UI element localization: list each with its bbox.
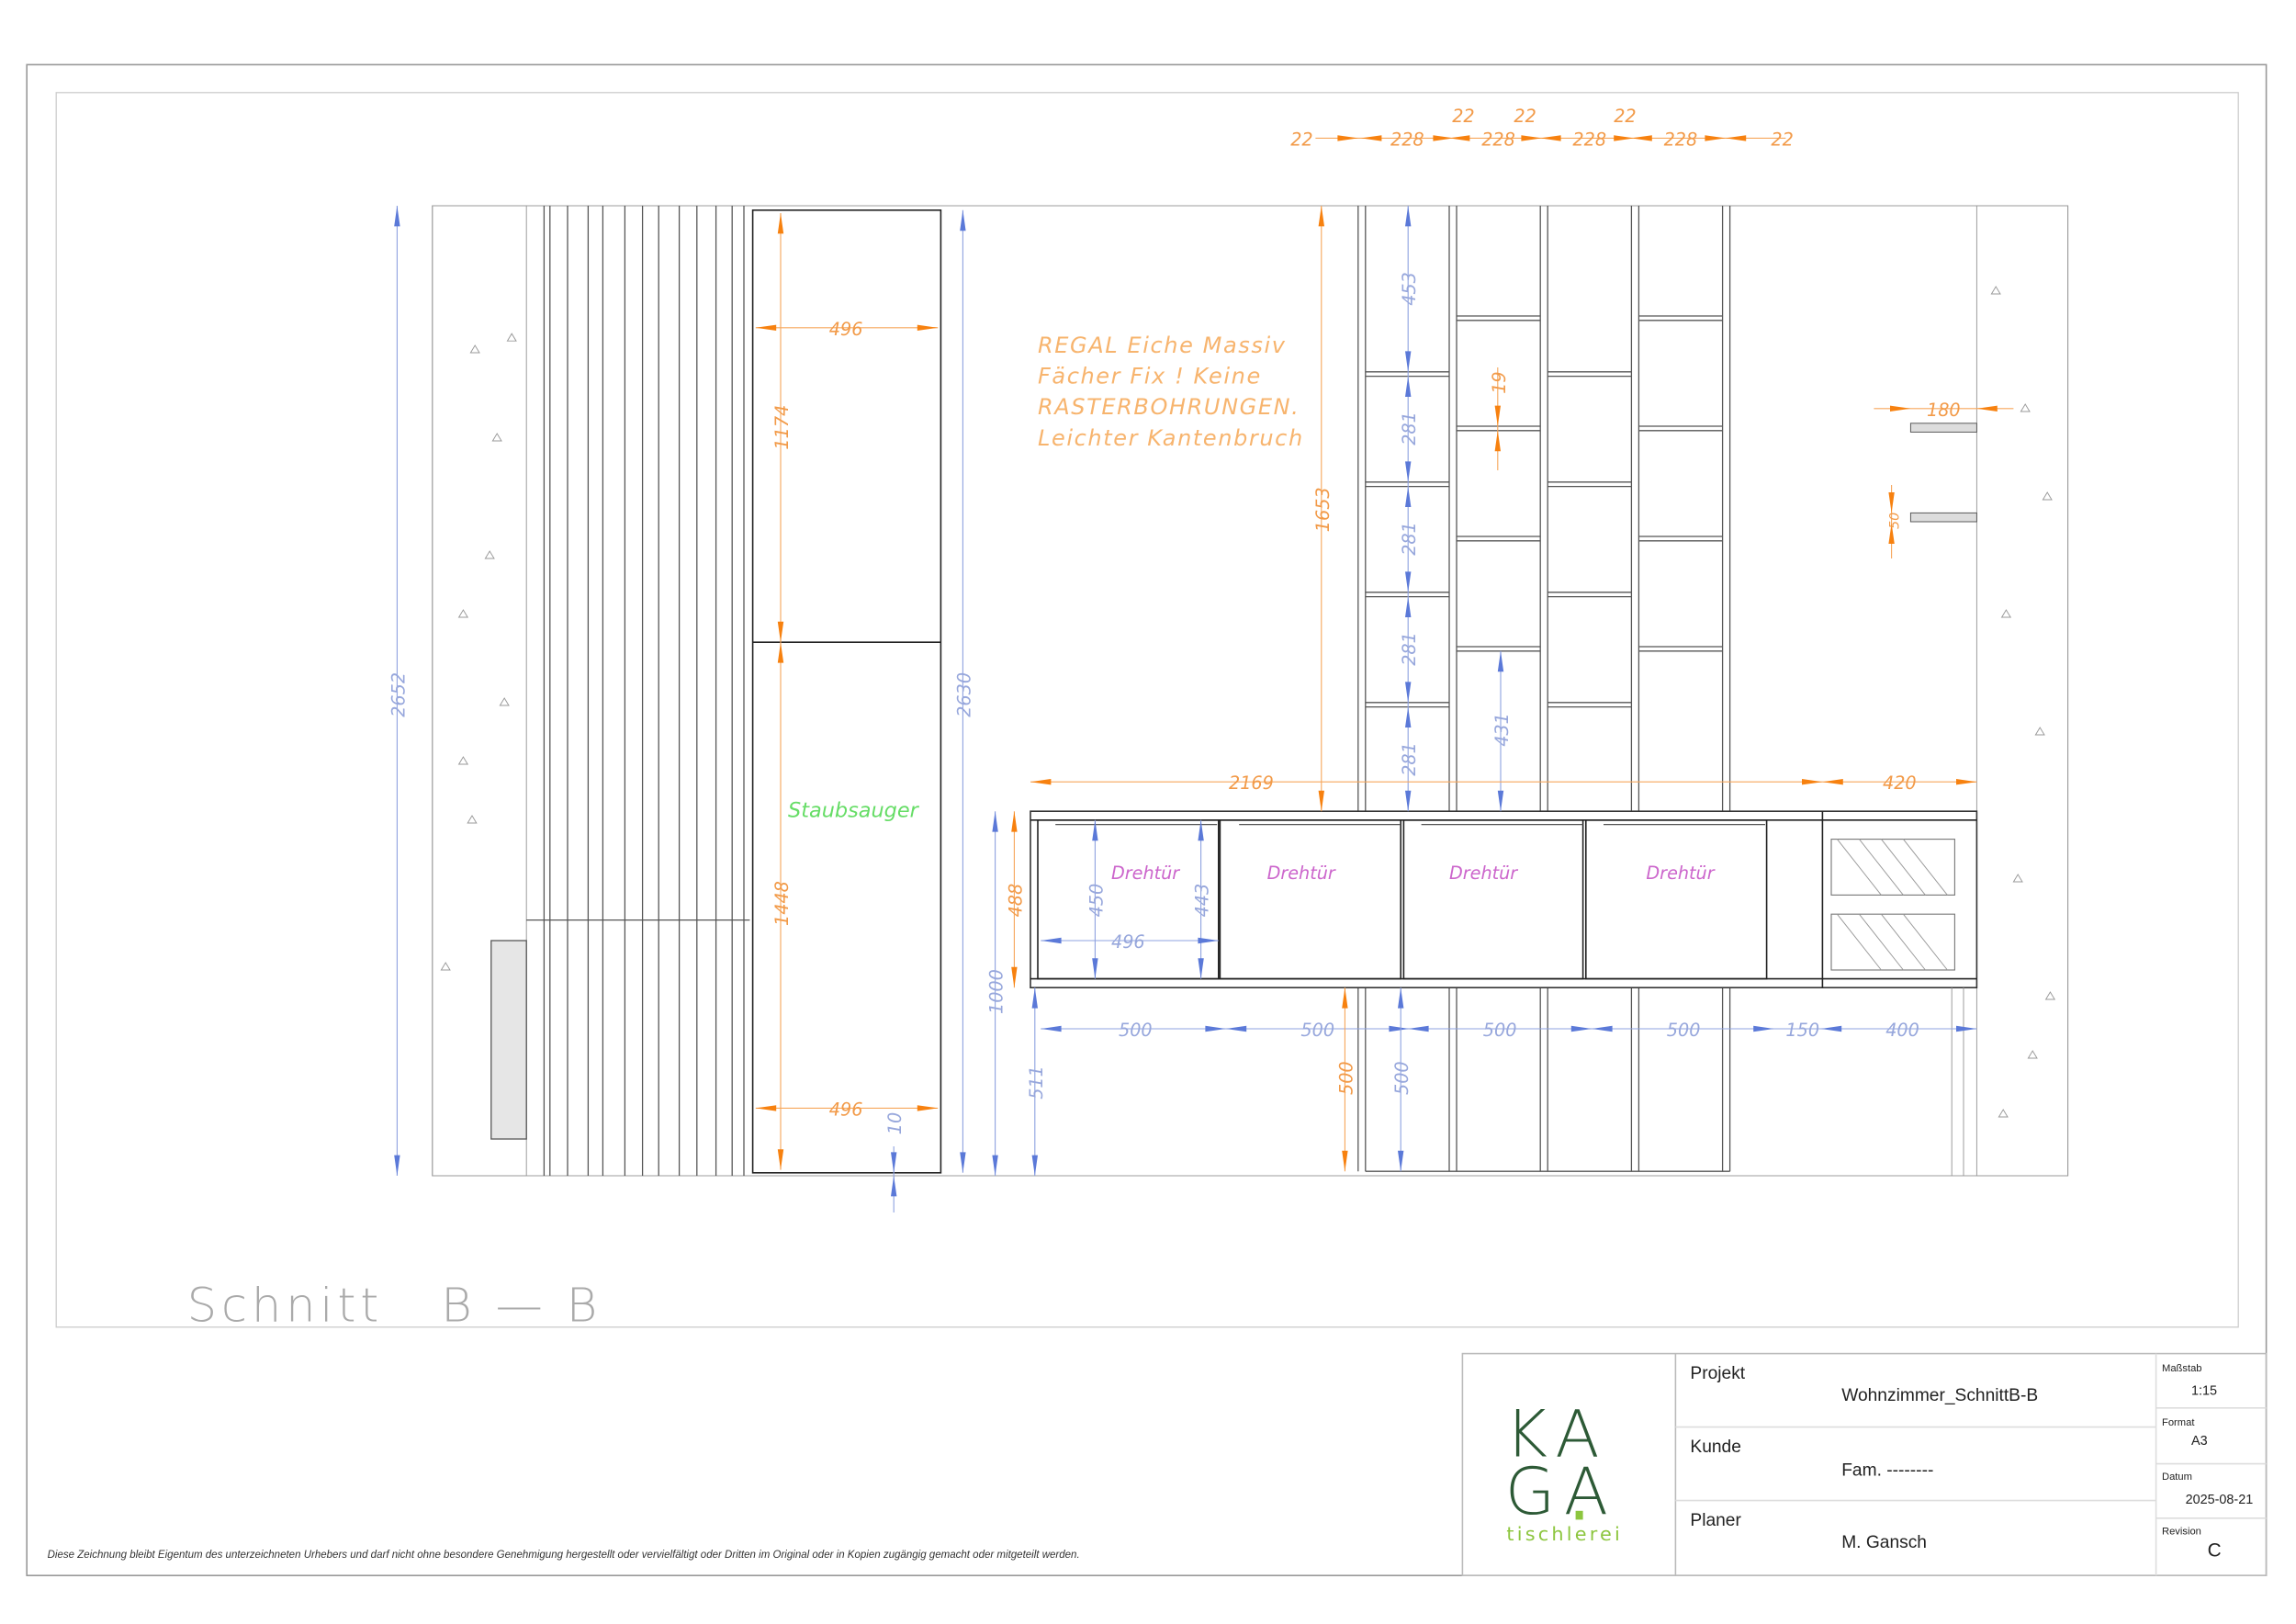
svg-text:443: 443 [1192, 884, 1213, 918]
svg-text:Format: Format [2162, 1417, 2195, 1428]
svg-text:1000: 1000 [986, 969, 1007, 1014]
section-title: Schnitt B — B [187, 1278, 602, 1333]
svg-text:KA: KA [1505, 1397, 1608, 1472]
svg-text:22: 22 [1771, 129, 1793, 150]
svg-text:500: 500 [1300, 1020, 1334, 1041]
svg-text:228: 228 [1390, 129, 1424, 150]
svg-text:REGAL Eiche Massiv: REGAL Eiche Massiv [1038, 333, 1287, 358]
svg-text:GA: GA [1505, 1454, 1617, 1529]
door-label: Drehtür [1111, 863, 1180, 884]
radiator [490, 940, 527, 1140]
svg-text:180: 180 [1927, 400, 1961, 421]
svg-text:496: 496 [1111, 931, 1145, 953]
svg-text:228: 228 [1481, 129, 1515, 150]
svg-text:1:15: 1:15 [2191, 1383, 2217, 1398]
svg-text:Projekt: Projekt [1690, 1364, 1745, 1383]
svg-text:150: 150 [1785, 1020, 1819, 1041]
door [1219, 819, 1402, 980]
svg-text:281: 281 [1399, 522, 1420, 556]
svg-text:450: 450 [1086, 884, 1107, 918]
svg-text:1174: 1174 [771, 405, 793, 450]
svg-text:22: 22 [1614, 106, 1636, 127]
svg-text:496: 496 [829, 319, 863, 340]
sheet-border [26, 63, 2268, 1576]
shelf-unit [1357, 206, 1731, 1172]
svg-text:228: 228 [1664, 129, 1698, 150]
svg-text:Fächer Fix ! Keine: Fächer Fix ! Keine [1038, 364, 1262, 389]
door-label: Drehtür [1646, 863, 1715, 884]
company-logo: KA GA tischlerei [1505, 1397, 1623, 1545]
drawer [1830, 913, 1955, 971]
svg-text:2652: 2652 [388, 672, 409, 717]
svg-text:Revision: Revision [2162, 1526, 2201, 1537]
drawing-frame [55, 92, 2239, 1328]
right-wall [1975, 205, 2069, 1177]
svg-text:Kunde: Kunde [1690, 1438, 1740, 1457]
door [1037, 819, 1220, 980]
material-note: REGAL Eiche Massiv Fächer Fix ! Keine RA… [1038, 333, 1304, 451]
svg-text:Datum: Datum [2162, 1472, 2192, 1483]
svg-text:2630: 2630 [953, 672, 974, 717]
svg-text:Maßstab: Maßstab [2162, 1363, 2202, 1374]
wall-shelf [1909, 423, 1977, 433]
svg-text:19: 19 [1489, 371, 1510, 393]
svg-text:1653: 1653 [1312, 487, 1334, 532]
svg-text:500: 500 [1667, 1020, 1701, 1041]
copyright-disclaimer: Diese Zeichnung bleibt Eigentum des unte… [48, 1550, 1080, 1561]
dimensions: 2652 2630 496 496 1174 1448 10 1653 453 … [388, 206, 2014, 1212]
svg-text:500: 500 [1119, 1020, 1153, 1041]
svg-text:431: 431 [1491, 713, 1513, 747]
door [1402, 819, 1584, 980]
top-dimension-chain: 22 228 22 228 22 228 22 228 22 [1290, 106, 1794, 151]
svg-text:500: 500 [1391, 1061, 1412, 1095]
svg-text:488: 488 [1005, 884, 1026, 918]
svg-text:22: 22 [1514, 106, 1536, 127]
svg-text:500: 500 [1335, 1061, 1356, 1095]
svg-text:420: 420 [1883, 773, 1917, 794]
svg-text:281: 281 [1399, 742, 1420, 776]
svg-text:500: 500 [1483, 1020, 1517, 1041]
concrete-hatch [440, 286, 2056, 1118]
door-label: Drehtür [1449, 863, 1518, 884]
svg-text:281: 281 [1399, 412, 1420, 445]
wall-shelf [1909, 512, 1977, 523]
room-section [432, 205, 2069, 1177]
svg-text:50: 50 [1888, 513, 1903, 529]
svg-text:RASTERBOHRUNGEN.: RASTERBOHRUNGEN. [1038, 394, 1300, 420]
svg-text:400: 400 [1885, 1020, 1919, 1041]
svg-text:C: C [2208, 1539, 2222, 1561]
drawer [1830, 839, 1955, 896]
door-label: Drehtür [1267, 863, 1336, 884]
svg-text:281: 281 [1399, 632, 1420, 666]
left-wall [432, 205, 527, 1177]
slat-wall [526, 206, 750, 1176]
tall-cabinet [751, 209, 942, 1174]
vacuum-label: Staubsauger [788, 799, 920, 823]
sideboard: Drehtür Drehtür Drehtür Drehtür [1030, 810, 1978, 1176]
svg-text:Wohnzimmer_SchnittB-B: Wohnzimmer_SchnittB-B [1841, 1386, 2038, 1405]
svg-text:22: 22 [1290, 129, 1312, 150]
svg-text:tischlerei: tischlerei [1506, 1523, 1623, 1545]
svg-text:A3: A3 [2191, 1434, 2208, 1449]
svg-text:228: 228 [1572, 129, 1606, 150]
title-block: KA GA tischlerei Projekt Wohnzimmer_Schn… [1461, 1352, 2268, 1576]
svg-text:Planer: Planer [1690, 1511, 1741, 1530]
door [1585, 819, 1768, 980]
svg-text:22: 22 [1452, 106, 1474, 127]
svg-text:2169: 2169 [1229, 773, 1274, 794]
svg-text:2025-08-21: 2025-08-21 [2186, 1493, 2254, 1507]
svg-text:1448: 1448 [771, 881, 793, 926]
svg-text:Fam. --------: Fam. -------- [1841, 1460, 1933, 1480]
svg-text:511: 511 [1026, 1066, 1047, 1100]
svg-text:M. Gansch: M. Gansch [1841, 1533, 1927, 1552]
svg-text:Leichter Kantenbruch: Leichter Kantenbruch [1038, 425, 1304, 451]
svg-text:453: 453 [1399, 272, 1420, 306]
svg-text:496: 496 [829, 1099, 863, 1120]
svg-text:10: 10 [884, 1112, 906, 1134]
